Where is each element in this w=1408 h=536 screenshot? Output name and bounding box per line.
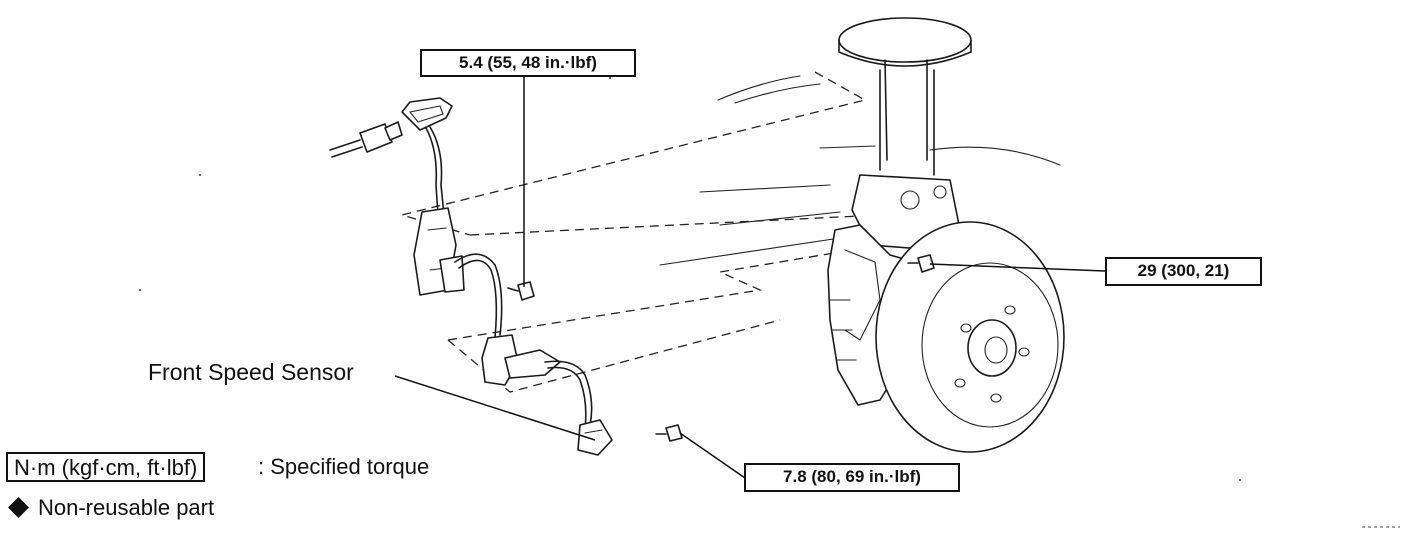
leader-29	[929, 263, 1106, 272]
sensor-wire-harness	[329, 97, 613, 456]
vehicle-body-outline	[659, 75, 1061, 266]
bolt-knuckle	[917, 254, 935, 273]
torque-box-knuckle-bolt: 29 (300, 21)	[1105, 257, 1266, 290]
bolts	[507, 254, 935, 442]
brake-disc-hub	[875, 221, 1065, 453]
strut-assembly	[838, 17, 972, 251]
wire-routing-guides	[399, 71, 901, 393]
leader-7-8	[679, 432, 746, 479]
bolt-upper	[517, 281, 535, 301]
torque-box-sensor-bolt: 7.8 (80, 69 in.·lbf)	[744, 463, 964, 496]
leader-lines	[394, 77, 1106, 479]
bolt-lower	[665, 424, 683, 442]
scan-specks	[139, 77, 1400, 528]
diamond-icon	[8, 497, 29, 518]
legend-torque-desc: : Specified torque	[258, 454, 430, 479]
front-speed-sensor-label: Front Speed Sensor	[148, 359, 354, 385]
legend-nonreusable-desc: Non-reusable part	[38, 495, 215, 520]
legend-torque-unit-box: N·m (kgf·cm, ft·lbf)	[6, 452, 206, 482]
leader-sensor	[394, 375, 596, 441]
torque-box-sensor-bracket: 5.4 (55, 48 in.·lbf)	[420, 49, 640, 81]
